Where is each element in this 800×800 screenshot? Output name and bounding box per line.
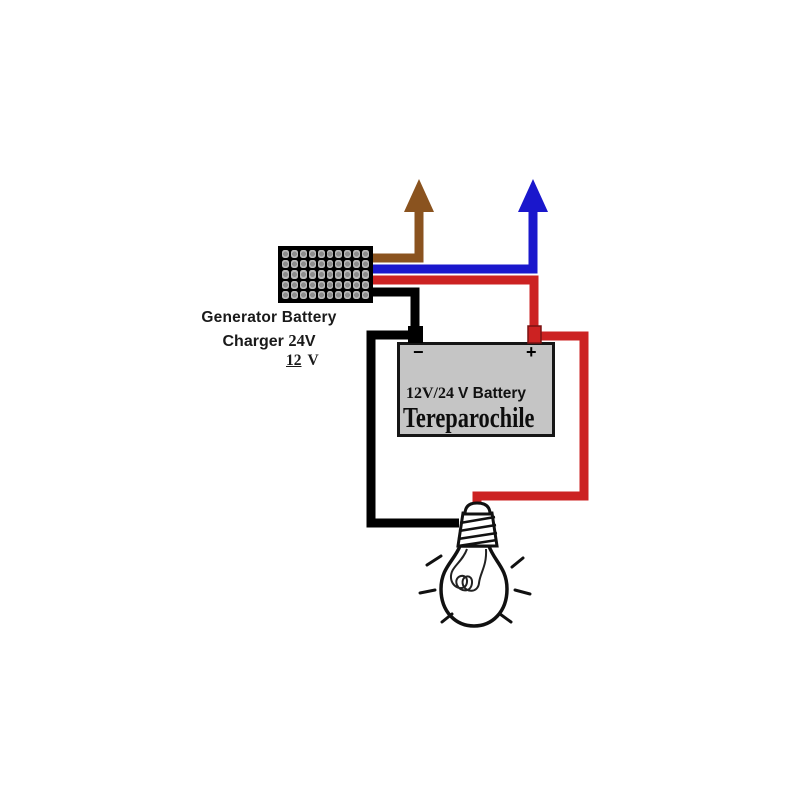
charger-vent-cell [335, 270, 343, 279]
charger-vent-cell [344, 260, 352, 269]
bulb-screw-threads [457, 515, 498, 548]
charger-vent-cell [282, 270, 289, 279]
battery-minus-sign: − [413, 342, 424, 362]
charger-vent-cell [353, 260, 361, 269]
charger-24v-value: 24 [288, 331, 305, 351]
charger-vent-cell [362, 290, 369, 299]
charger-vent-cell [317, 260, 325, 269]
charger-vent-cell [299, 270, 307, 279]
charger-12v-value: 12 [286, 352, 302, 370]
battery-type-suffix: V Battery [458, 385, 527, 402]
charger-vent-cell [326, 250, 334, 259]
bulb-tip-cap [463, 501, 492, 516]
red-wire-charger-to-plus [373, 275, 539, 328]
charger-vent-cell [362, 250, 369, 259]
charger-vent-cell [308, 290, 316, 299]
charger-vent-cell [299, 290, 307, 299]
charger-vent-cell [282, 260, 289, 269]
brown-up-arrow-icon [404, 179, 434, 212]
charger-12v-unit: V [307, 352, 319, 370]
charger-vent-cell [362, 260, 369, 269]
charger-caption-line1: Generator Battery [201, 309, 337, 326]
charger-vent-cell [344, 290, 352, 299]
charger-vent-cell [335, 250, 343, 259]
bulb-filament [449, 548, 488, 592]
charger-vent-cell [290, 290, 298, 299]
charger-vent-cell [308, 270, 316, 279]
charger-vent-cell [317, 280, 325, 289]
charger-vent-cell [344, 280, 352, 289]
blue-wire [373, 210, 538, 274]
battery-voltage-value: 12V/24 [406, 385, 454, 402]
light-bulb-icon [418, 501, 532, 628]
charger-vent-cell [308, 260, 316, 269]
charger-vent-cell [335, 290, 343, 299]
charger-vent-cell [326, 290, 334, 299]
charger-vent-cell [282, 280, 289, 289]
black-wire-minus-to-bulb [366, 330, 459, 528]
charger-caption-line2: Charger 24V [178, 332, 360, 351]
battery-plus-sign: + [526, 342, 537, 362]
charger-vent-cell [282, 250, 289, 259]
bulb-glass [439, 544, 509, 628]
battery-plus-terminal [527, 325, 542, 344]
charger-vent-cell [335, 280, 343, 289]
charger-block [278, 246, 373, 303]
charger-vent-cell [299, 250, 307, 259]
charger-vent-cell [317, 250, 325, 259]
red-wire-plus-to-bulb [472, 331, 589, 508]
charger-vent-cell [290, 250, 298, 259]
charger-vent-cell [335, 260, 343, 269]
charger-vent-cell [353, 270, 361, 279]
charger-vent-cell [353, 250, 361, 259]
battery-minus-terminal [408, 326, 423, 343]
charger-grid [282, 250, 369, 299]
charger-vent-cell [353, 290, 361, 299]
charger-vent-cell [308, 250, 316, 259]
battery-brand-label: Tereparochile [403, 403, 535, 434]
charger-vent-cell [353, 280, 361, 289]
charger-vent-cell [362, 280, 369, 289]
charger-vent-cell [317, 270, 325, 279]
charger-vent-cell [290, 260, 298, 269]
charger-vent-cell [344, 250, 352, 259]
blue-up-arrow-icon [518, 179, 548, 212]
charger-vent-cell [317, 290, 325, 299]
charger-vent-cell [282, 290, 289, 299]
charger-vent-cell [326, 270, 334, 279]
black-wire-charger-to-minus [373, 287, 420, 328]
charger-caption-word: Charger [222, 333, 284, 351]
charger-vent-cell [326, 260, 334, 269]
brown-wire [373, 210, 424, 263]
charger-vent-cell [344, 270, 352, 279]
charger-vent-cell [362, 270, 369, 279]
bulb-light-rays [418, 554, 532, 624]
charger-vent-cell [290, 280, 298, 289]
charger-vent-cell [299, 260, 307, 269]
charger-caption-line3: 12 V [178, 352, 360, 370]
charger-vent-cell [326, 280, 334, 289]
charger-24v-unit: V [304, 333, 316, 351]
charger-vent-cell [299, 280, 307, 289]
charger-vent-cell [290, 270, 298, 279]
charger-vent-cell [308, 280, 316, 289]
